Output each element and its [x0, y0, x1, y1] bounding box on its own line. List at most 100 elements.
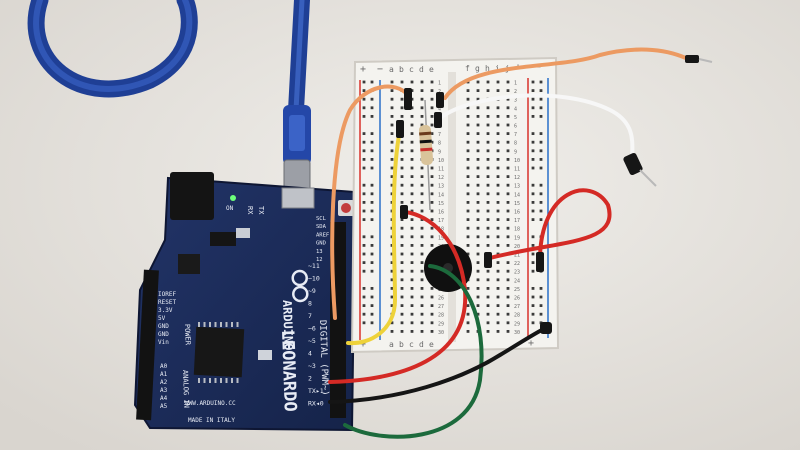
- column-label: i: [495, 64, 500, 73]
- rail-hole: [531, 89, 535, 92]
- breadboard-hole: [390, 192, 394, 196]
- breadboard-hole: [420, 312, 424, 316]
- rail-hole: [539, 80, 543, 84]
- breadboard-hole: [466, 132, 470, 135]
- row-number: 1: [438, 81, 441, 87]
- breadboard-hole: [390, 123, 394, 127]
- power-header: [136, 269, 159, 421]
- breadboard-hole: [430, 89, 434, 92]
- breadboard-hole: [496, 304, 500, 307]
- row-number: 15: [438, 201, 444, 207]
- on-label: ON: [226, 205, 234, 212]
- column-label: h: [485, 64, 490, 73]
- breadboard-hole: [400, 304, 404, 307]
- arduino-logo: [291, 269, 309, 303]
- rail-hole: [362, 304, 366, 307]
- breadboard-hole: [506, 97, 510, 101]
- breadboard-hole: [400, 158, 404, 161]
- breadboard-hole: [506, 89, 510, 92]
- rail-hole: [539, 89, 543, 92]
- breadboard-hole: [400, 80, 404, 84]
- breadboard-hole: [476, 209, 480, 213]
- breadboard-hole: [400, 106, 404, 110]
- rail-hole: [539, 201, 543, 204]
- chip-pin: [203, 322, 206, 327]
- rail-hole: [362, 132, 366, 135]
- breadboard-hole: [476, 218, 480, 221]
- breadboard-hole: [430, 183, 434, 187]
- breadboard-hole: [466, 218, 470, 221]
- rail-hole: [531, 244, 535, 247]
- rail-hole: [539, 97, 543, 101]
- column-label: g: [475, 64, 480, 73]
- pin-label: ~5: [308, 337, 316, 345]
- breadboard-hole: [390, 115, 394, 118]
- row-number: 10: [514, 158, 520, 164]
- breadboard-hole: [496, 269, 500, 273]
- rail-hole: [362, 235, 366, 239]
- breadboard-hole: [496, 235, 500, 239]
- breadboard-hole: [476, 183, 480, 187]
- row-number: 30: [438, 330, 444, 336]
- breadboard-hole: [466, 97, 470, 101]
- breadboard-hole: [430, 192, 434, 196]
- breadboard-hole: [390, 175, 394, 178]
- breadboard-hole: [486, 175, 490, 178]
- column-label: a: [389, 340, 394, 349]
- rail-hole: [370, 295, 374, 299]
- breadboard-hole: [390, 97, 394, 101]
- row-number: 19: [438, 235, 444, 241]
- breadboard-hole: [430, 123, 434, 127]
- breadboard-hole: [506, 244, 510, 247]
- breadboard-hole: [486, 235, 490, 239]
- breadboard-hole: [506, 123, 510, 127]
- breadboard-hole: [496, 192, 500, 196]
- row-number: 19: [514, 235, 520, 241]
- breadboard-hole: [486, 278, 490, 282]
- chip-pin: [225, 322, 228, 327]
- breadboard-hole: [506, 209, 510, 213]
- power-jack: [170, 172, 214, 220]
- breadboard-hole: [476, 278, 480, 282]
- breadboard-hole: [476, 115, 480, 118]
- breadboard-hole: [390, 166, 394, 170]
- analog-section-label: ANALOG IN: [181, 370, 190, 408]
- rail-hole: [531, 183, 535, 187]
- breadboard-hole: [430, 209, 434, 213]
- breadboard-hole: [420, 209, 424, 213]
- breadboard-hole: [506, 80, 510, 84]
- rail-hole: [362, 269, 366, 273]
- breadboard-hole: [400, 175, 404, 178]
- breadboard-hole: [430, 175, 434, 178]
- pin-label: SDA: [316, 224, 327, 230]
- row-number: 9: [438, 149, 441, 155]
- rail-hole: [370, 140, 374, 144]
- pin-label: A5: [160, 403, 168, 410]
- rail-hole: [362, 192, 366, 196]
- breadboard-hole: [400, 235, 404, 239]
- chip-pin: [198, 378, 200, 383]
- breadboard-hole: [420, 106, 424, 110]
- breadboard-hole: [390, 158, 394, 161]
- rail-hole: [370, 304, 374, 307]
- rail-hole: [531, 158, 535, 161]
- breadboard-hole: [430, 115, 434, 118]
- breadboard-hole: [400, 321, 404, 325]
- breadboard-hole: [486, 132, 490, 135]
- column-label: b: [399, 65, 404, 74]
- breadboard-hole: [390, 106, 394, 110]
- breadboard-hole: [410, 244, 414, 247]
- rail-hole: [370, 158, 374, 161]
- row-number: 12: [438, 175, 444, 181]
- breadboard-hole: [430, 287, 434, 290]
- pin-label: 5V: [158, 315, 166, 322]
- chip-pin: [203, 378, 206, 383]
- row-number: 27: [438, 304, 444, 310]
- rail-hole: [539, 287, 543, 290]
- pin-label: Vin: [158, 339, 169, 346]
- rail-hole: [370, 192, 374, 196]
- breadboard-hole: [496, 321, 500, 325]
- row-number: 15: [514, 201, 520, 207]
- breadboard-hole: [410, 269, 414, 273]
- row-number: 17: [514, 218, 520, 224]
